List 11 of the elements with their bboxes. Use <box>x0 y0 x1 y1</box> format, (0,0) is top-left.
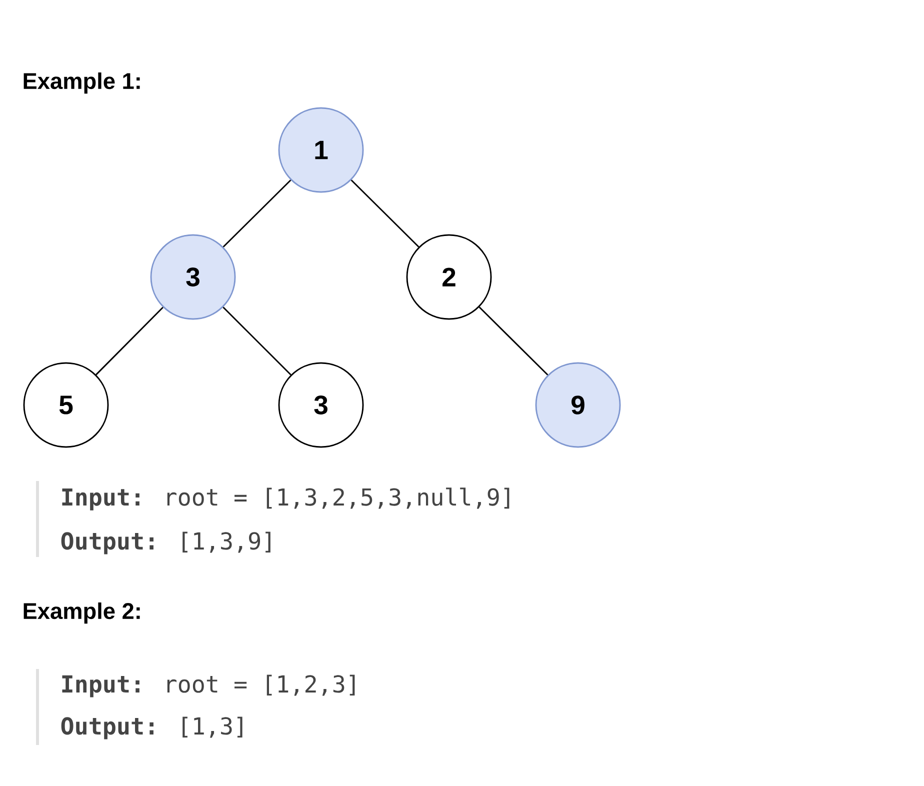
tree-edge <box>350 180 420 248</box>
tree-edge <box>96 306 164 376</box>
example-heading: Example 2: <box>24 602 140 624</box>
example-heading: Example 1: <box>24 72 140 94</box>
tree-edge <box>222 306 292 376</box>
tree-edge <box>222 180 292 248</box>
tree-edge <box>478 306 548 376</box>
code-line: Input: root = [1,2,3] <box>62 674 355 698</box>
code-line: Output: [1,3,9] <box>61 532 270 554</box>
code-line: Input: root = [1,3,2,5,3,null,9] <box>62 488 510 510</box>
code-line: Output: [1,3] <box>61 716 242 740</box>
